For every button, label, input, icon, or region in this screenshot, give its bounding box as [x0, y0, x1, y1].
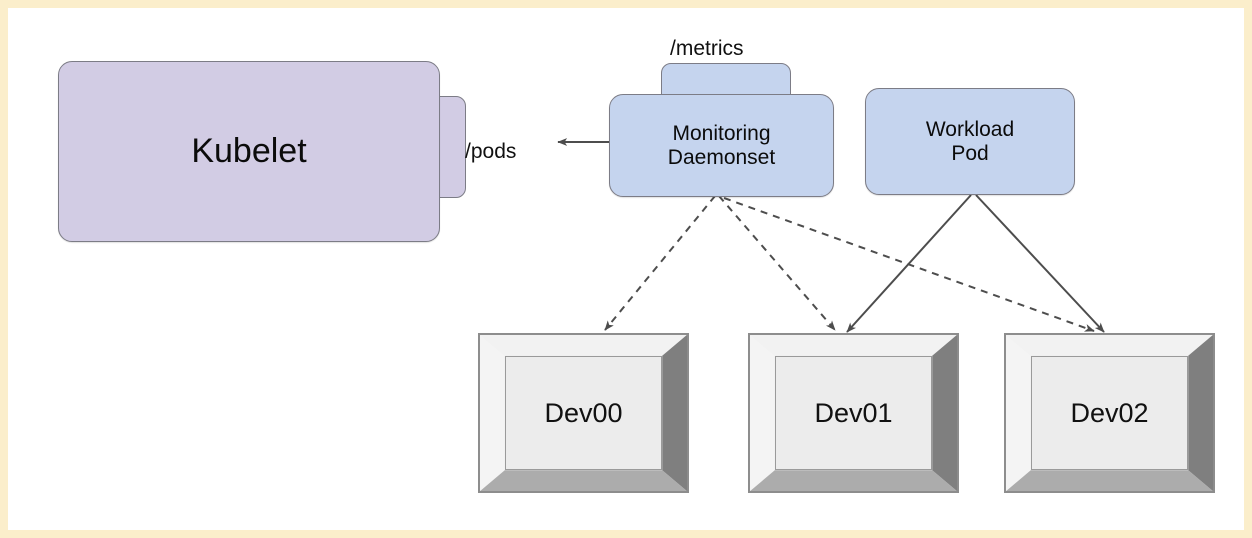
diagram-stage: Kubelet /pods /metrics Monitoring Daemon…: [8, 8, 1244, 530]
device-bevel-shape: [479, 334, 688, 492]
kubelet-node[interactable]: Kubelet: [58, 61, 440, 242]
monitoring-label-line2: Daemonset: [667, 145, 776, 169]
edge-workload-to-dev02: [975, 194, 1105, 333]
device-label: Dev01: [814, 397, 893, 428]
workload-label-line1: Workload: [925, 117, 1015, 141]
device-bevel: [1005, 334, 1214, 492]
kubelet-label: Kubelet: [191, 132, 307, 171]
device-dev00[interactable]: Dev00: [478, 333, 689, 493]
device-label: Dev00: [544, 397, 623, 428]
device-bevel: [749, 334, 958, 492]
metrics-port-label: /metrics: [670, 37, 744, 60]
workload-pod-node[interactable]: Workload Pod: [865, 88, 1075, 195]
workload-label-line2: Pod: [951, 141, 989, 165]
device-dev02[interactable]: Dev02: [1004, 333, 1215, 493]
edge-monitoring-to-dev00: [604, 195, 716, 331]
edge-monitoring-to-dev01: [718, 195, 836, 331]
edge-monitoring-to-dev02: [723, 197, 1095, 332]
monitoring-daemonset-node[interactable]: Monitoring Daemonset: [609, 94, 834, 197]
device-label: Dev02: [1070, 397, 1149, 428]
pods-port-label: /pods: [465, 140, 517, 163]
edge-workload-to-dev01: [846, 194, 972, 333]
device-bevel-shape: [749, 334, 958, 492]
device-face: Dev02: [1031, 356, 1188, 470]
device-dev01[interactable]: Dev01: [748, 333, 959, 493]
monitoring-label-line1: Monitoring: [672, 121, 771, 145]
device-face: Dev01: [775, 356, 932, 470]
device-bevel-shape: [1005, 334, 1214, 492]
device-face: Dev00: [505, 356, 662, 470]
